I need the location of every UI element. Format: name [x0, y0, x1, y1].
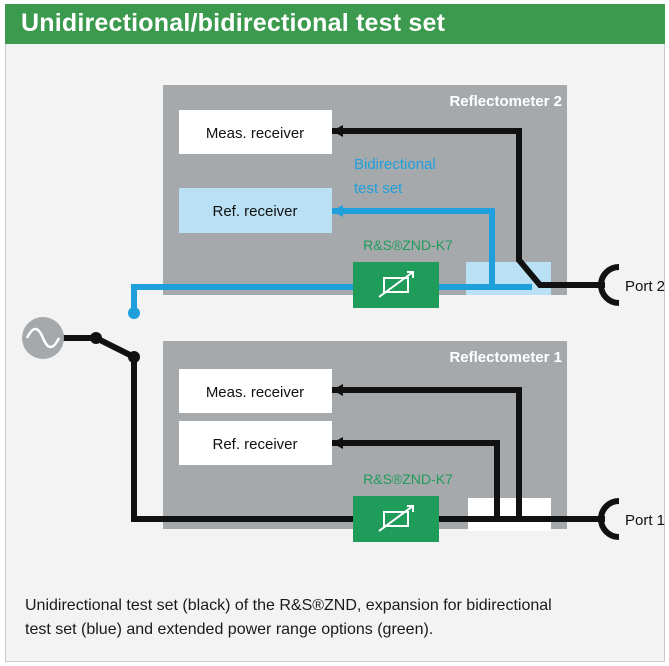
figure-caption: Unidirectional test set (black) of the R… [25, 594, 645, 642]
bidirectional-label-line1: Bidirectional [354, 156, 436, 173]
arrow-meas-receiver-2 [332, 125, 343, 137]
figure-title: Unidirectional/bidirectional test set [21, 9, 446, 37]
meas-receiver-2-label: Meas. receiver [206, 125, 304, 142]
ref-receiver-1-box [179, 421, 332, 465]
variable-attenuator-icon [353, 496, 439, 542]
ref-receiver-2-box [179, 188, 332, 233]
option-label-1: R&S®ZND-K7 [363, 471, 453, 487]
switch-contact-black [128, 351, 140, 363]
port-1-label: Port 1 [625, 512, 665, 529]
arrow-ref-receiver-1 [332, 437, 343, 449]
variable-attenuator-icon [353, 262, 439, 308]
header-bar: Unidirectional/bidirectional test set [5, 4, 665, 44]
port-connector-icon [598, 264, 620, 306]
arrow-meas-receiver-1 [332, 384, 343, 396]
caption-line-1: Unidirectional test set (black) of the R… [25, 597, 552, 614]
sine-wave-icon [22, 317, 64, 359]
port-2-label: Port 2 [625, 278, 665, 295]
port-connector-icon [598, 498, 620, 540]
ref-receiver-2-label: Ref. receiver [212, 203, 297, 220]
caption-line-2: test set (blue) and extended power range… [25, 621, 434, 638]
coupler-region-1 [468, 498, 551, 531]
option-label-2: R&S®ZND-K7 [363, 237, 453, 253]
ref-receiver-1-label: Ref. receiver [212, 436, 297, 453]
reflectometer-1-title: Reflectometer 1 [449, 349, 562, 366]
arrow-ref-receiver-2 [332, 205, 343, 217]
bidirectional-label-line2: test set [354, 180, 403, 197]
meas-receiver-1-label: Meas. receiver [206, 384, 304, 401]
meas-receiver-1-box [179, 369, 332, 413]
switch-pivot [90, 332, 102, 344]
meas-receiver-2-box [179, 110, 332, 154]
reflectometer-2-title: Reflectometer 2 [449, 93, 562, 110]
switch-contact-blue [128, 307, 140, 319]
